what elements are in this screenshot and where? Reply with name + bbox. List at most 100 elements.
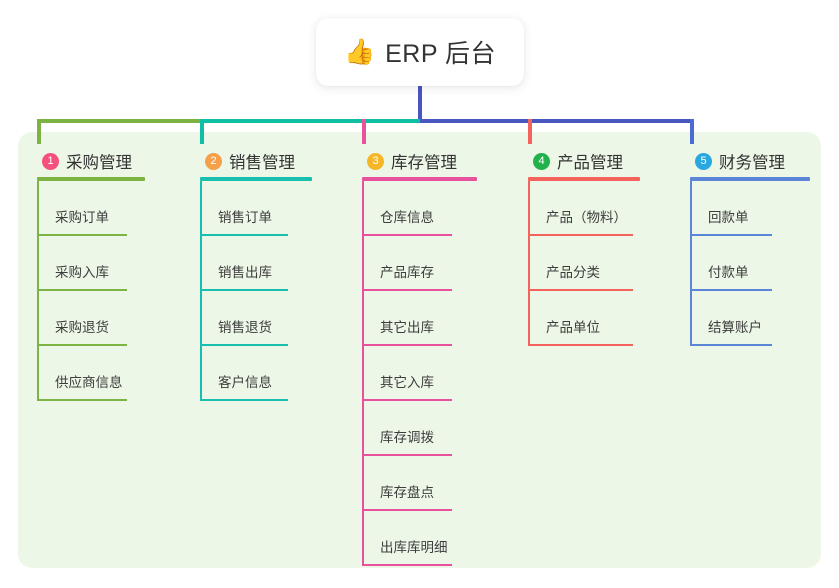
- leaf-node[interactable]: 出库库明细: [362, 511, 477, 566]
- column-items-2: 销售订单销售出库销售退货客户信息: [200, 181, 312, 401]
- connector-drop-5: [690, 119, 694, 144]
- root-node-erp-backend[interactable]: 👍 ERP 后台: [316, 18, 524, 86]
- leaf-label: 产品单位: [546, 320, 600, 335]
- column-rule-5: [690, 177, 810, 181]
- leaf-rule: [690, 289, 772, 291]
- leaf-label: 销售退货: [218, 320, 272, 335]
- leaf-node[interactable]: 其它出库: [362, 291, 477, 346]
- leaf-label: 其它入库: [380, 375, 434, 390]
- leaf-label: 回款单: [708, 210, 749, 225]
- leaf-rule: [200, 344, 288, 346]
- column-badge-4: 4: [533, 152, 550, 170]
- leaf-node[interactable]: 仓库信息: [362, 181, 477, 236]
- column-badge-3: 3: [367, 152, 384, 170]
- column-header-3[interactable]: 3 库存管理: [362, 148, 477, 174]
- column-header-2[interactable]: 2 销售管理: [200, 148, 312, 174]
- column-spine-1: [37, 181, 39, 401]
- root-node-title: ERP 后台: [385, 40, 497, 68]
- leaf-rule: [200, 234, 288, 236]
- column-title-2: 销售管理: [229, 154, 295, 172]
- column-items-1: 采购订单采购入库采购退货供应商信息: [37, 181, 145, 401]
- connector-drop-3: [362, 119, 366, 144]
- column-items-4: 产品（物料） 产品分类产品单位: [528, 181, 640, 346]
- leaf-rule: [37, 344, 127, 346]
- leaf-node[interactable]: 采购退货: [37, 291, 145, 346]
- column-items-5: 回款单付款单结算账户: [690, 181, 810, 346]
- leaf-node[interactable]: 产品分类: [528, 236, 640, 291]
- leaf-rule: [362, 454, 452, 456]
- leaf-rule: [528, 344, 633, 346]
- leaf-node[interactable]: 库存盘点: [362, 456, 477, 511]
- column-items-3: 仓库信息产品库存其它出库其它入库库存调拨库存盘点出库库明细: [362, 181, 477, 566]
- leaf-rule: [362, 289, 452, 291]
- leaf-rule: [690, 234, 772, 236]
- leaf-node[interactable]: 付款单: [690, 236, 810, 291]
- column-spine-2: [200, 181, 202, 401]
- diagram-panel: [18, 132, 821, 568]
- leaf-node[interactable]: 销售订单: [200, 181, 312, 236]
- leaf-node[interactable]: 采购订单: [37, 181, 145, 236]
- column-2: 2 销售管理销售订单销售出库销售退货客户信息: [200, 148, 312, 401]
- column-rule-4: [528, 177, 640, 181]
- leaf-node[interactable]: 客户信息: [200, 346, 312, 401]
- column-spine-3: [362, 181, 364, 566]
- leaf-label: 出库库明细: [380, 540, 448, 555]
- leaf-label: 产品分类: [546, 265, 600, 280]
- leaf-node[interactable]: 销售出库: [200, 236, 312, 291]
- leaf-label: 其它出库: [380, 320, 434, 335]
- leaf-label: 客户信息: [218, 375, 272, 390]
- column-3: 3 库存管理仓库信息产品库存其它出库其它入库库存调拨库存盘点出库库明细: [362, 148, 477, 566]
- leaf-node[interactable]: 销售退货: [200, 291, 312, 346]
- leaf-node[interactable]: 库存调拨: [362, 401, 477, 456]
- leaf-label: 库存盘点: [380, 485, 434, 500]
- column-spine-5: [690, 181, 692, 346]
- leaf-rule: [690, 344, 772, 346]
- leaf-rule: [37, 289, 127, 291]
- leaf-label: 采购订单: [55, 210, 109, 225]
- leaf-rule: [362, 399, 452, 401]
- leaf-rule: [362, 234, 452, 236]
- leaf-node[interactable]: 产品单位: [528, 291, 640, 346]
- column-rule-3: [362, 177, 477, 181]
- leaf-label: 结算账户: [708, 320, 762, 335]
- leaf-node[interactable]: 其它入库: [362, 346, 477, 401]
- column-spine-4: [528, 181, 530, 346]
- column-title-3: 库存管理: [391, 154, 457, 172]
- leaf-label: 产品库存: [380, 265, 434, 280]
- leaf-rule: [528, 289, 633, 291]
- leaf-rule: [362, 344, 452, 346]
- connector-drop-2: [200, 119, 204, 144]
- leaf-label: 供应商信息: [55, 375, 123, 390]
- leaf-node[interactable]: 产品（物料）: [528, 181, 640, 236]
- column-header-1[interactable]: 1 采购管理: [37, 148, 145, 174]
- leaf-label: 销售出库: [218, 265, 272, 280]
- column-badge-2: 2: [205, 152, 222, 170]
- column-1: 1 采购管理采购订单采购入库采购退货供应商信息: [37, 148, 145, 401]
- leaf-rule: [37, 234, 127, 236]
- leaf-node[interactable]: 回款单: [690, 181, 810, 236]
- leaf-label: 产品（物料）: [546, 210, 627, 225]
- column-header-4[interactable]: 4 产品管理: [528, 148, 640, 174]
- connector-drop-4: [528, 119, 532, 144]
- leaf-node[interactable]: 结算账户: [690, 291, 810, 346]
- leaf-label: 销售订单: [218, 210, 272, 225]
- column-badge-1: 1: [42, 152, 59, 170]
- connector-drop-1: [37, 119, 41, 144]
- leaf-node[interactable]: 采购入库: [37, 236, 145, 291]
- connector-root-drop: [418, 86, 422, 123]
- leaf-label: 采购退货: [55, 320, 109, 335]
- leaf-label: 付款单: [708, 265, 749, 280]
- column-badge-5: 5: [695, 152, 712, 170]
- connector-bar-blue: [420, 119, 694, 123]
- thumbs-up-icon: 👍: [343, 37, 376, 66]
- leaf-rule: [37, 399, 127, 401]
- column-title-4: 产品管理: [557, 154, 623, 172]
- column-title-1: 采购管理: [66, 154, 132, 172]
- leaf-node[interactable]: 供应商信息: [37, 346, 145, 401]
- leaf-node[interactable]: 产品库存: [362, 236, 477, 291]
- leaf-rule: [200, 399, 288, 401]
- leaf-rule: [362, 564, 452, 566]
- leaf-rule: [200, 289, 288, 291]
